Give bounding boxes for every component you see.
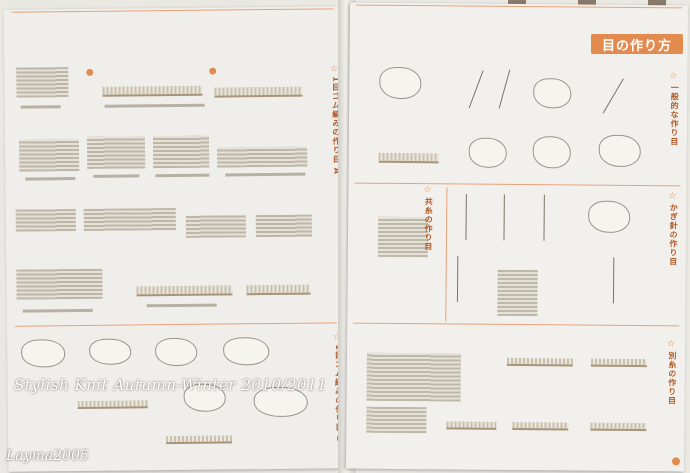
star-icon: ☆ xyxy=(669,71,678,82)
needle-illustration xyxy=(612,257,615,304)
page-number-marker xyxy=(672,457,681,466)
swatch-diagram xyxy=(15,209,76,232)
swatch-diagram xyxy=(506,357,573,367)
swatch-diagram xyxy=(366,352,461,402)
star-icon: ☆ xyxy=(667,339,676,350)
caption-line xyxy=(93,174,140,178)
needle-illustration xyxy=(602,78,624,114)
swatch-diagram xyxy=(102,85,203,97)
hand-illustration xyxy=(379,66,422,100)
swatch-diagram xyxy=(214,86,303,98)
hand-illustration xyxy=(89,338,132,365)
swatch-diagram xyxy=(512,421,569,431)
step-marker xyxy=(86,68,94,76)
caption-line xyxy=(104,103,205,108)
swatch-diagram xyxy=(378,152,439,164)
swatch-diagram xyxy=(217,146,308,168)
swatch-diagram xyxy=(590,358,647,368)
credit-text: Layma2005 xyxy=(6,448,89,464)
left-page: ☆ 1目ゴム編みの作り目 A ☆ 1目ゴム編みの作り目 B xyxy=(3,6,349,472)
swatch-diagram xyxy=(16,67,69,98)
hand-illustration xyxy=(468,137,507,168)
swatch-diagram xyxy=(377,216,429,258)
caption-line xyxy=(20,105,61,109)
swatch-diagram xyxy=(136,285,233,297)
caption-line xyxy=(25,177,76,181)
top-rule xyxy=(356,4,683,9)
section-title-betsuito: 別糸の作り目 xyxy=(667,351,678,406)
section-divider xyxy=(354,182,681,187)
swatch-diagram xyxy=(255,214,312,238)
top-rule xyxy=(11,8,334,13)
right-page: ☆ 共糸の作り目 ☆ 一般的な作り目 ☆ かぎ針の作り目 ☆ 別糸の作り目 xyxy=(345,2,689,472)
hand-illustration xyxy=(532,136,571,169)
star-icon: ☆ xyxy=(423,185,432,196)
section-divider xyxy=(14,322,337,327)
page-title: 目の作り方 xyxy=(591,34,683,54)
column-divider xyxy=(445,187,448,322)
swatch-diagram xyxy=(166,435,233,445)
caption-line xyxy=(225,172,306,177)
swatch-diagram xyxy=(246,284,311,296)
swatch-diagram xyxy=(83,208,176,231)
swatch-diagram xyxy=(185,215,246,238)
needle-illustration xyxy=(498,69,511,109)
needle-illustration xyxy=(468,70,484,109)
swatch-diagram xyxy=(497,269,538,317)
hand-illustration xyxy=(588,200,631,233)
swatch-diagram xyxy=(366,406,427,434)
swatch-diagram xyxy=(18,139,80,172)
hand-illustration xyxy=(155,337,198,367)
watermark-text: Stylish Knit Autumn-Winter 2010/2011 xyxy=(14,376,328,394)
caption-line xyxy=(146,303,217,308)
needle-illustration xyxy=(503,194,505,241)
section-divider xyxy=(353,322,680,327)
hand-illustration xyxy=(533,78,572,109)
section-title-general: 一般的な作り目 xyxy=(669,83,680,147)
star-icon: ☆ xyxy=(668,191,677,202)
hand-illustration xyxy=(21,339,66,368)
section-title-hook: かぎ針の作り目 xyxy=(668,203,679,267)
step-marker xyxy=(209,67,217,75)
caption-line xyxy=(22,308,93,313)
swatch-diagram xyxy=(590,422,647,432)
needle-illustration xyxy=(456,255,459,302)
swatch-diagram xyxy=(77,400,148,410)
needle-illustration xyxy=(543,194,545,241)
swatch-diagram xyxy=(152,135,210,169)
hand-illustration xyxy=(598,134,641,168)
swatch-diagram xyxy=(86,136,146,169)
needle-illustration xyxy=(465,194,467,241)
hand-illustration xyxy=(223,337,270,366)
swatch-diagram xyxy=(446,421,497,430)
swatch-diagram xyxy=(16,268,103,300)
caption-line xyxy=(155,173,210,178)
section-title-tomoito: 共糸の作り目 xyxy=(423,197,434,252)
